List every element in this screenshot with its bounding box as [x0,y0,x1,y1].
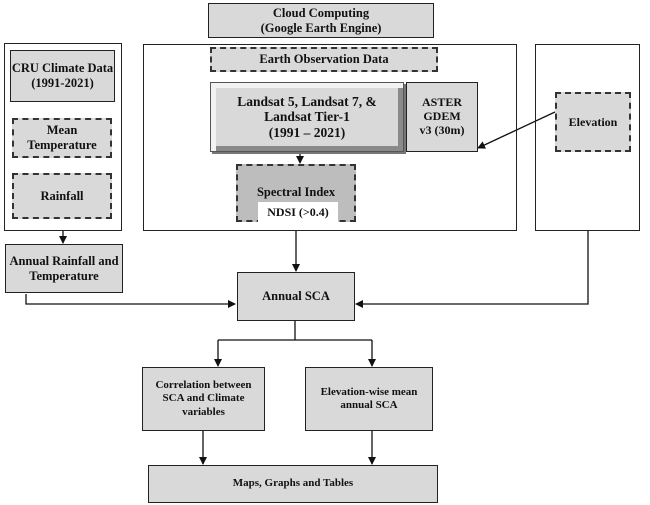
cru-climate-data-box: CRU Climate Data (1991-2021) [10,50,115,102]
elevation-frame [535,44,640,231]
spectral-index-label: Spectral Index [256,185,336,199]
earth-observation-frame [143,44,517,231]
elevation-wise-box: Elevation-wise mean annual SCA [305,367,433,431]
earth-observation-label: Earth Observation Data [259,52,389,66]
elevation-label: Elevation [568,114,618,129]
ndsi-box: NDSI (>0.4) [258,202,338,222]
annual-rainfall-temperature-box: Annual Rainfall and Temperature [5,244,123,293]
rainfall-box: Rainfall [12,173,112,219]
cru-frame [4,43,122,231]
landsat-label: Landsat 5, Landsat 7, & Landsat Tier-1 (… [237,93,377,140]
correlation-label: Correlation between SCA and Climate vari… [155,379,252,418]
mean-temperature-box: Mean Temperature [12,118,112,158]
arrow-elevation-to-annual-sca [355,230,589,308]
annual-sca-box: Annual SCA [237,272,355,321]
annual-sca-label: Annual SCA [262,289,330,303]
earth-observation-box: Earth Observation Data [210,47,438,72]
correlation-box: Correlation between SCA and Climate vari… [142,367,265,431]
cloud-computing-box: Cloud Computing (Google Earth Engine) [208,3,434,38]
maps-graphs-tables-box: Maps, Graphs and Tables [148,465,438,503]
maps-graphs-tables-label: Maps, Graphs and Tables [232,477,354,490]
mean-temperature-label: Mean Temperature [27,123,97,152]
landsat-box: Landsat 5, Landsat 7, & Landsat Tier-1 (… [210,82,404,152]
aster-gdem-box: ASTER GDEM v3 (30m) [406,82,478,152]
elevation-box: Elevation [555,92,631,152]
cloud-computing-label: Cloud Computing (Google Earth Engine) [260,5,382,35]
cru-climate-data-label: CRU Climate Data (1991-2021) [11,61,114,90]
ndsi-label: NDSI (>0.4) [267,204,329,219]
elevation-wise-label: Elevation-wise mean annual SCA [320,385,418,411]
rainfall-label: Rainfall [40,188,84,203]
annual-rainfall-temperature-label: Annual Rainfall and Temperature [9,253,119,283]
aster-gdem-label: ASTER GDEM v3 (30m) [419,95,465,137]
arrow-rainfall-to-annual-sca [25,294,236,308]
